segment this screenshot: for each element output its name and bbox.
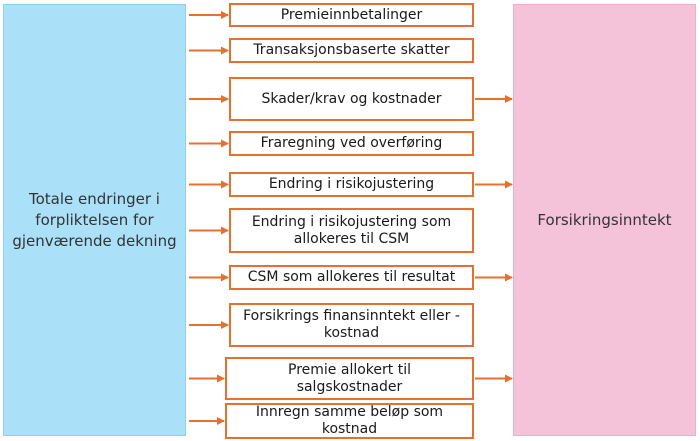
- flow-item-label: Premieinnbetalinger: [280, 6, 423, 23]
- flow-item-box: Endring i risikojustering som allokeres …: [229, 208, 474, 253]
- flow-item-label: Fraregning ved overføring: [260, 135, 443, 151]
- liability-changes-panel: Totale endringer i forpliktelsen for gje…: [3, 4, 186, 436]
- flow-item-box: CSM som allokeres til resultat: [229, 265, 474, 290]
- flow-item-label: Premie allokert til salgskostnader: [288, 361, 411, 395]
- flow-item-box: Premieinnbetalinger: [229, 3, 474, 27]
- flow-item-label: CSM som allokeres til resultat: [247, 269, 456, 285]
- flow-item-box: Transaksjonsbaserte skatter: [229, 38, 474, 63]
- flow-item-label: Skader/krav og kostnader: [261, 90, 442, 107]
- flow-item-box: Skader/krav og kostnader: [229, 77, 474, 121]
- flow-item-box: Fraregning ved overføring: [229, 131, 474, 156]
- flow-item-label: Transaksjonsbaserte skatter: [253, 42, 450, 58]
- flow-item-label: Endring i risikojustering som allokeres …: [251, 213, 452, 247]
- flow-item-label: Forsikrings finansinntekt eller - kostna…: [243, 308, 460, 341]
- flow-item-box: Forsikrings finansinntekt eller - kostna…: [229, 303, 474, 347]
- flow-item-box: Innregn samme beløp som kostnad: [225, 403, 474, 439]
- flow-item-label: Innregn samme beløp som kostnad: [255, 404, 444, 437]
- flow-item-label: Endring i risikojustering: [268, 176, 435, 192]
- flow-item-box: Endring i risikojustering: [229, 172, 474, 197]
- insurance-revenue-panel: Forsikringsinntekt: [513, 4, 696, 436]
- flow-item-box: Premie allokert til salgskostnader: [225, 357, 474, 400]
